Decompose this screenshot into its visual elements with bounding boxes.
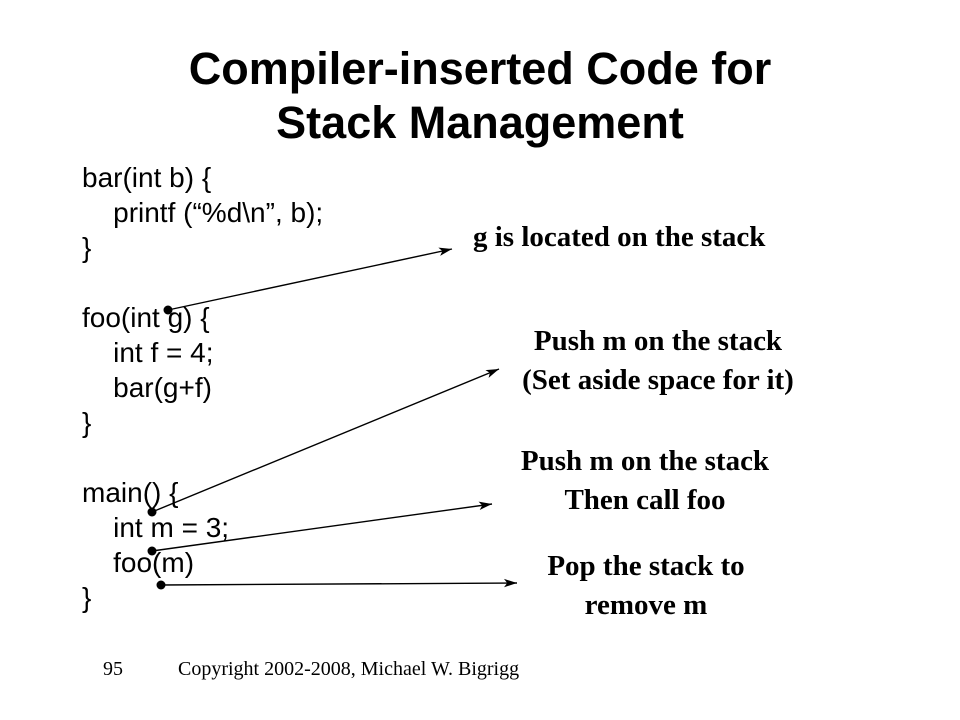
code-line-bar-decl: bar(int b) {: [82, 162, 212, 193]
annotation-push-call: Push m on the stack Then call foo: [445, 442, 845, 520]
slide-title: Compiler-inserted Code for Stack Managem…: [0, 42, 960, 150]
code-line-printf: printf (“%d\n”, b);: [82, 197, 324, 228]
code-block: bar(int b) { printf (“%d\n”, b); } foo(i…: [82, 160, 323, 615]
copyright-text: Copyright 2002-2008, Michael W. Bigrigg: [178, 658, 520, 680]
code-line-int-m: int m = 3;: [82, 512, 230, 543]
code-line-foo-close: }: [82, 407, 92, 438]
code-line-blank: [82, 265, 323, 300]
annotation-pop-stack: Pop the stack to remove m: [446, 547, 846, 625]
annotation-text: Push m on the stack: [520, 445, 770, 477]
code-line-foo-call: foo(m): [82, 547, 195, 578]
annotation-push-space: Push m on the stack (Set aside space for…: [458, 322, 858, 400]
code-line-main-close: }: [82, 582, 92, 613]
slide-title-line-1: Compiler-inserted Code for: [188, 43, 772, 94]
slide-title-line-2: Stack Management: [276, 97, 684, 148]
code-line-bar-close: }: [82, 232, 92, 263]
code-line-foo-decl: foo(int g) {: [82, 302, 210, 333]
code-line-int-f: int f = 4;: [82, 337, 214, 368]
annotation-text: Pop the stack to: [547, 550, 745, 582]
annotation-text: remove m: [584, 589, 708, 621]
annotation-g-located: g is located on the stack: [473, 218, 893, 257]
page-number: 95: [103, 658, 123, 680]
annotation-text: (Set aside space for it): [522, 364, 794, 396]
code-line-main-decl: main() {: [82, 477, 179, 508]
annotation-text: g is located on the stack: [473, 221, 766, 253]
annotation-text: Push m on the stack: [533, 325, 783, 357]
code-line-blank: [82, 440, 323, 475]
code-line-bar-call: bar(g+f): [82, 372, 212, 403]
annotation-text: Then call foo: [564, 484, 726, 516]
